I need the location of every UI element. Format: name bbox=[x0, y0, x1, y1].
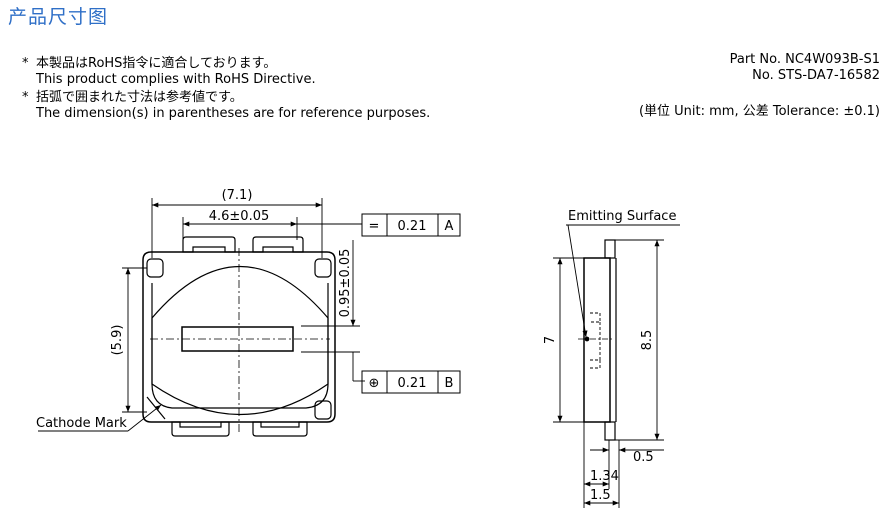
inner-frame bbox=[151, 283, 329, 409]
dim-8-5: 8.5 bbox=[640, 330, 655, 351]
lens-dome bbox=[151, 265, 329, 415]
document-number: No. STS-DA7-16582 bbox=[752, 68, 880, 83]
note-rohs-en: This product complies with RoHS Directiv… bbox=[36, 72, 316, 87]
dim-lens: 4.6±0.05 bbox=[209, 209, 270, 224]
pad-top-left bbox=[182, 236, 236, 253]
pad-bottom-right bbox=[252, 421, 308, 437]
dim-0-5: 0.5 bbox=[633, 450, 654, 465]
page-title: 产品尺寸图 bbox=[8, 6, 109, 28]
frame-b-value: 0.21 bbox=[398, 376, 427, 391]
frame-a-datum: A bbox=[445, 219, 454, 234]
package-outline bbox=[142, 251, 336, 423]
top-view-dimensions bbox=[38, 198, 365, 432]
corner-tl bbox=[146, 258, 164, 278]
note-rohs-ja: 本製品はRoHS指令に適合しております。 bbox=[36, 56, 277, 71]
unit-tolerance: (単位 Unit: mm, 公差 Tolerance: ±0.1) bbox=[638, 104, 880, 119]
side-view bbox=[578, 239, 617, 441]
cathode-mark-label: Cathode Mark bbox=[36, 416, 127, 431]
dim-vertical: 0.95±0.05 bbox=[338, 249, 353, 318]
dim-width-ref: (7.1) bbox=[222, 188, 253, 203]
note-rohs: * 本製品はRoHS指令に適合しております。 This product comp… bbox=[22, 56, 430, 88]
tolerance-frame-a bbox=[361, 213, 461, 237]
note-reference: * 括弧で囲まれた寸法は参考値です。 The dimension(s) in p… bbox=[22, 90, 430, 122]
frame-b-datum: B bbox=[445, 376, 454, 391]
side-view-dimensions bbox=[553, 224, 680, 508]
frame-a-symbol: = bbox=[369, 219, 380, 234]
side-emitter-dashed bbox=[590, 312, 601, 369]
side-lead-bottom bbox=[604, 421, 616, 441]
tolerance-frame-b bbox=[361, 370, 461, 394]
pad-top-right bbox=[252, 236, 304, 253]
note-reference-en: The dimension(s) in parentheses are for … bbox=[36, 106, 431, 121]
part-info: Part No. NC4W093B-S1 No. STS-DA7-16582 bbox=[730, 52, 880, 84]
dim-height-ref: (5.9) bbox=[110, 325, 125, 356]
notes-block: * 本製品はRoHS指令に適合しております。 This product comp… bbox=[22, 56, 430, 122]
dim-1-5: 1.5 bbox=[590, 488, 611, 503]
dim-7: 7 bbox=[543, 336, 558, 344]
top-view bbox=[142, 236, 336, 437]
pad-bottom-left bbox=[171, 421, 230, 437]
emitting-leader bbox=[567, 224, 588, 338]
corner-br bbox=[314, 400, 332, 420]
emitting-point bbox=[584, 336, 590, 342]
note-reference-ja: 括弧で囲まれた寸法は参考値です。 bbox=[36, 90, 243, 105]
note-star: * bbox=[22, 56, 29, 71]
part-number: Part No. NC4W093B-S1 bbox=[729, 52, 880, 67]
dim-1-34: 1.34 bbox=[590, 469, 619, 484]
side-body bbox=[583, 257, 611, 423]
corner-tr bbox=[314, 258, 332, 278]
side-lead-top bbox=[604, 239, 616, 259]
note-star: * bbox=[22, 90, 29, 105]
emitting-surface-label: Emitting Surface bbox=[568, 209, 676, 224]
frame-b-symbol: ⊕ bbox=[369, 376, 380, 391]
frame-a-value: 0.21 bbox=[398, 219, 427, 234]
